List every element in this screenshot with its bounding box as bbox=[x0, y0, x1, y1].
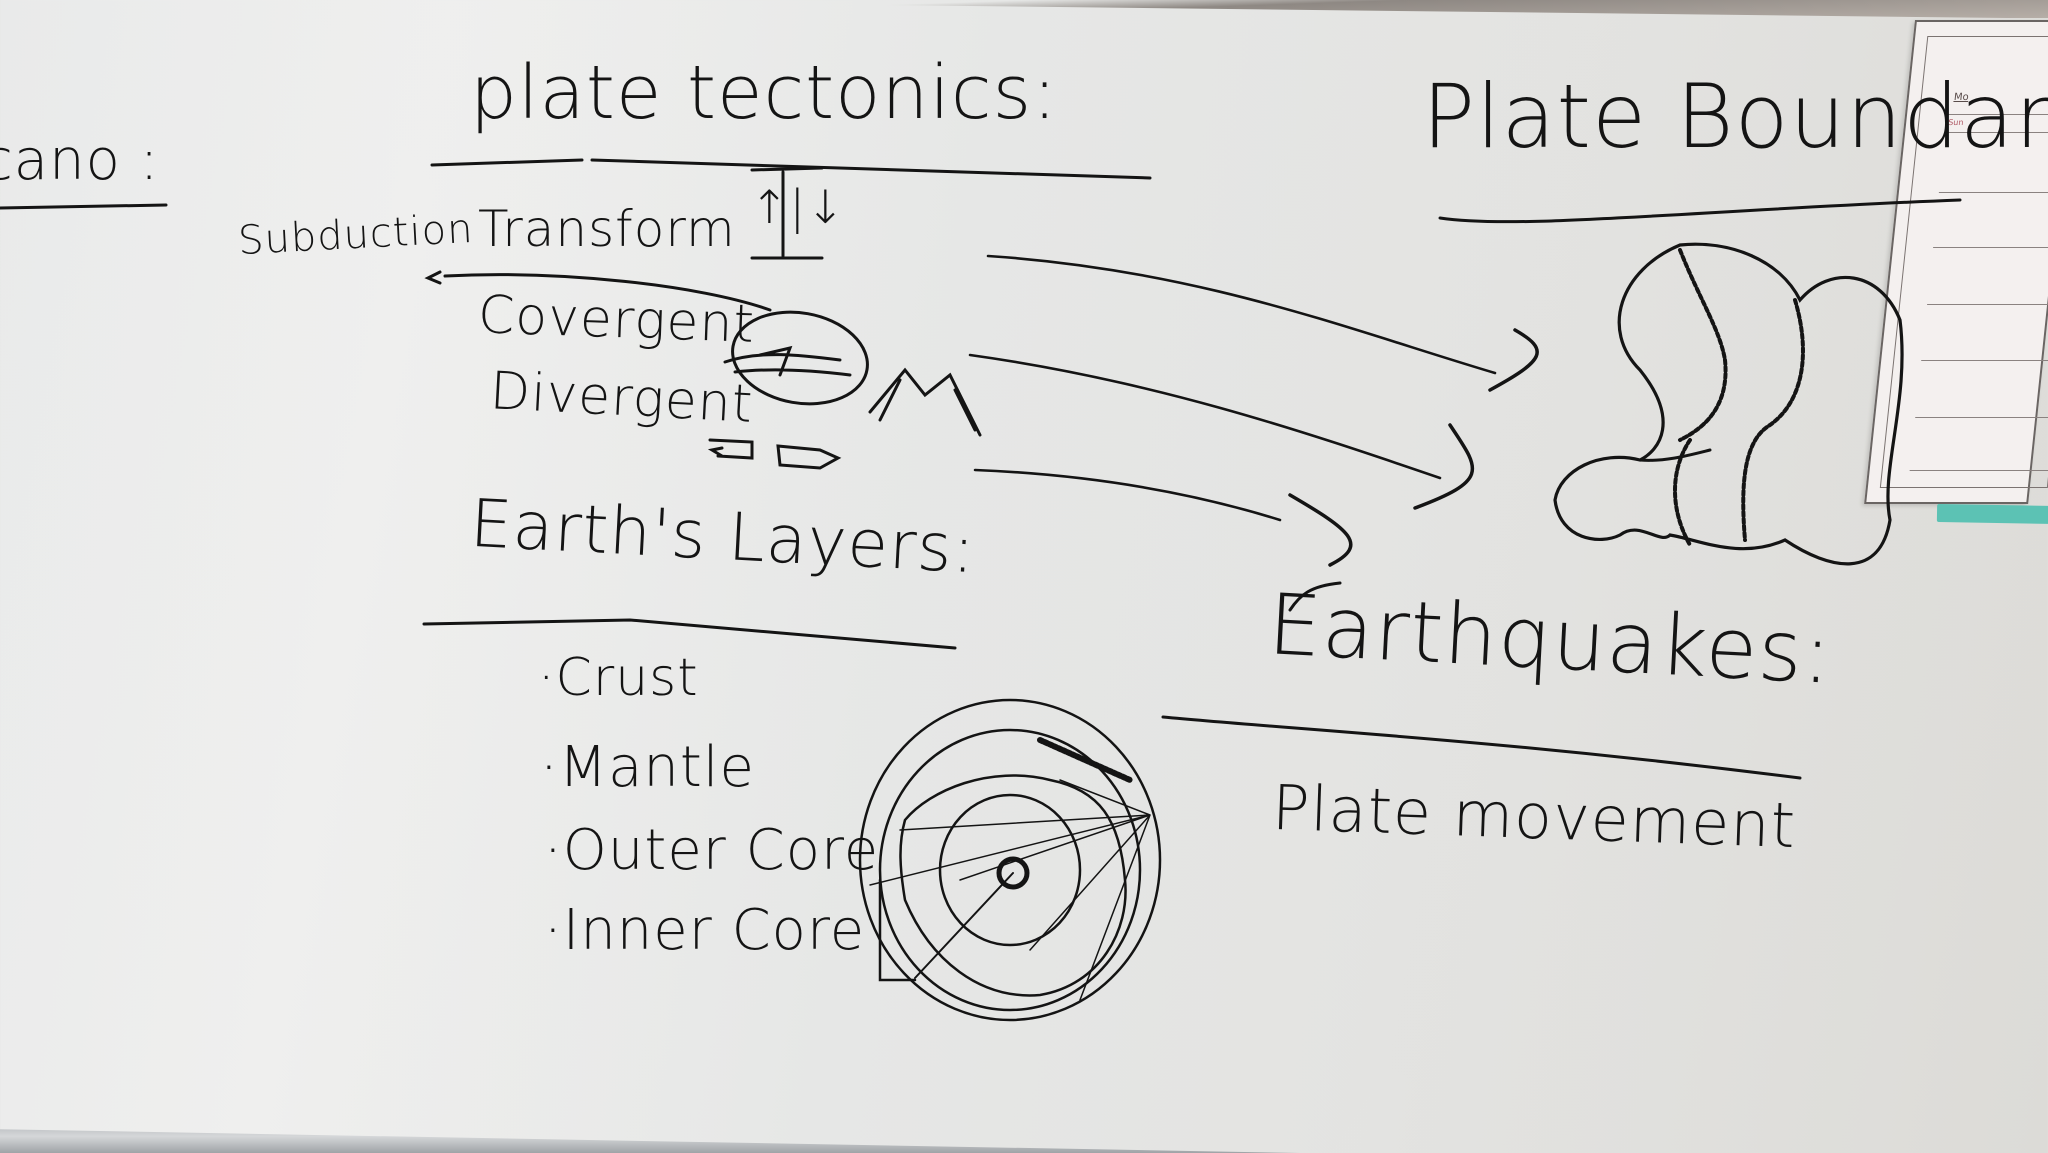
subduction-label: Subduction bbox=[236, 205, 475, 265]
plate-tectonics-heading: plate tectonics: bbox=[470, 50, 1059, 136]
plate-tectonics-underline bbox=[430, 158, 1152, 180]
convergent-label: Covergent bbox=[477, 285, 756, 355]
plate-boundaries-heading: Plate Boundaries. bbox=[1422, 65, 2048, 168]
transform-symbol: ↑|↓ bbox=[750, 180, 846, 234]
calendar-grid-line bbox=[1915, 417, 2048, 418]
layer-item-crust: ·Crust bbox=[538, 648, 699, 708]
volcano-underline bbox=[0, 203, 168, 210]
calendar-grid-line bbox=[1933, 247, 2048, 248]
layer-item-mantle: ·Mantle bbox=[540, 735, 755, 800]
whiteboard-marker-tray bbox=[0, 1129, 1300, 1153]
transform-label: Transform bbox=[478, 200, 736, 258]
earthquakes-heading: Earthquakes: bbox=[1265, 575, 1835, 703]
partial-volcano-heading: cano : bbox=[0, 128, 160, 193]
earths-layers-heading: Earth's Layers: bbox=[468, 484, 978, 589]
plate-boundaries-underline bbox=[1438, 198, 1962, 224]
layer-item-inner-core: ·Inner Core bbox=[544, 898, 866, 963]
calendar-grid-line bbox=[1909, 470, 2048, 471]
calendar-grid-line bbox=[1938, 192, 2048, 193]
layer-item-outer-core: ·Outer Core bbox=[544, 818, 880, 883]
calendar-grid-line bbox=[1927, 304, 2048, 305]
earths-layers-underline bbox=[422, 618, 957, 650]
earthquakes-underline bbox=[1161, 715, 1802, 780]
divergent-label: Divergent bbox=[488, 361, 755, 435]
calendar-grid-line bbox=[1921, 360, 2048, 361]
earthquakes-cause: Plate movement bbox=[1270, 770, 1798, 863]
whiteboard-eraser bbox=[1936, 503, 2048, 525]
whiteboard-top-frame bbox=[450, 0, 2048, 18]
